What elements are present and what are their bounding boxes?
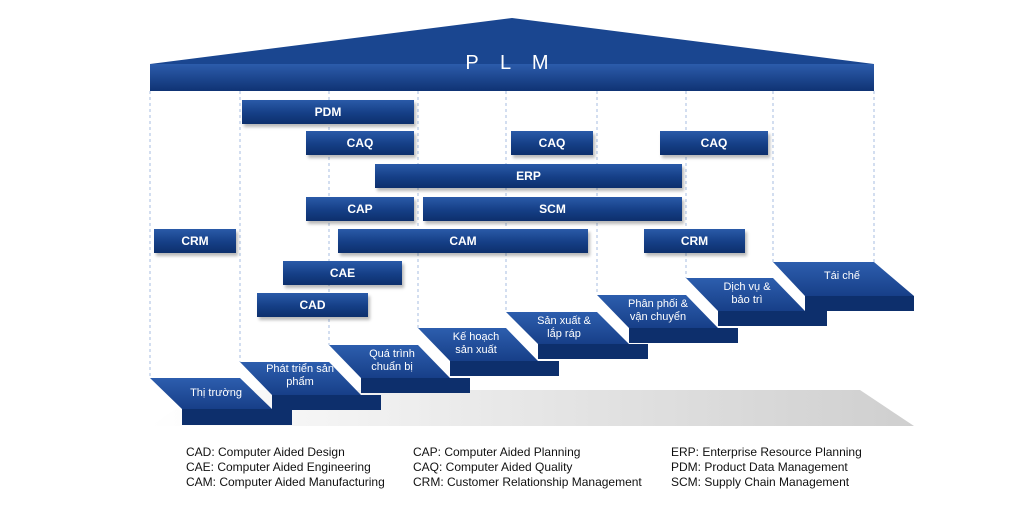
legend-item: ERP: Enterprise Resource Planning (671, 445, 862, 459)
step-label-8-line1: Tái chế (823, 270, 861, 282)
step-label-8: Tái chế (800, 270, 884, 283)
legend-item: PDM: Product Data Management (671, 460, 848, 474)
bar-erp: ERP (375, 164, 682, 188)
legend-column-1: CAD: Computer Aided Design CAE: Computer… (186, 445, 385, 490)
bar-cap: CAP (306, 197, 414, 221)
bar-cad: CAD (257, 293, 368, 317)
step-label-7: Dịch vụ & bảo trì (703, 281, 791, 307)
step-label-4-line1: Kế hoạch (452, 331, 500, 343)
bar-caq-1: CAQ (306, 131, 414, 155)
bar-scm: SCM (423, 197, 682, 221)
step-label-5-line2: lắp ráp (547, 328, 581, 340)
legend-item: SCM: Supply Chain Management (671, 475, 850, 489)
legend-column-3: ERP: Enterprise Resource Planning PDM: P… (671, 445, 862, 490)
step-6 (597, 295, 738, 343)
step-label-2: Phát triển sản phẩm (258, 363, 342, 389)
bar-cam: CAM (338, 229, 588, 253)
step-label-5: Sản xuất & lắp ráp (522, 315, 606, 341)
step-label-1: Thị trường (176, 387, 256, 400)
bar-caq-2: CAQ (511, 131, 593, 155)
step-label-6: Phân phối & vận chuyển (614, 298, 702, 324)
step-label-3: Quá trình chuẩn bị (350, 348, 434, 374)
step-label-7-line1: Dịch vụ & (723, 281, 771, 293)
step-label-3-line2: chuẩn bị (371, 361, 413, 373)
bar-crm-2: CRM (644, 229, 745, 253)
legend-item: CRM: Customer Relationship Management (413, 475, 642, 489)
step-label-3-line1: Quá trình (369, 348, 415, 360)
step-label-4: Kế hoạch sản xuất (434, 331, 518, 357)
step-7 (686, 278, 827, 326)
legend-item: CAD: Computer Aided Design (186, 445, 345, 459)
step-label-6-line1: Phân phối & (628, 298, 688, 310)
bar-caq-3: CAQ (660, 131, 768, 155)
roof-band (150, 64, 874, 91)
step-3 (329, 345, 470, 393)
bar-cae: CAE (283, 261, 402, 285)
step-8 (773, 262, 914, 311)
step-5 (506, 312, 648, 359)
roof-triangle (150, 18, 874, 64)
step-label-4-line2: sản xuất (455, 344, 497, 356)
bar-pdm: PDM (242, 100, 414, 124)
step-1 (150, 378, 292, 425)
bar-crm-1: CRM (154, 229, 236, 253)
legend-item: CAP: Computer Aided Planning (413, 445, 581, 459)
step-label-2-line1: Phát triển sản (266, 363, 334, 375)
step-label-5-line1: Sản xuất & (537, 315, 591, 327)
step-label-1-line1: Thị trường (190, 387, 242, 399)
step-2 (240, 362, 381, 410)
step-4 (418, 328, 559, 376)
legend-column-2: CAP: Computer Aided Planning CAQ: Comput… (413, 445, 642, 490)
step-label-6-line2: vận chuyển (629, 311, 687, 323)
step-label-2-line2: phẩm (286, 376, 314, 388)
legend-item: CAE: Computer Aided Engineering (186, 460, 371, 474)
legend-item: CAM: Computer Aided Manufacturing (186, 475, 385, 489)
legend-item: CAQ: Computer Aided Quality (413, 460, 573, 474)
step-label-7-line2: bảo trì (731, 294, 763, 306)
plm-title: P L M (465, 52, 557, 74)
